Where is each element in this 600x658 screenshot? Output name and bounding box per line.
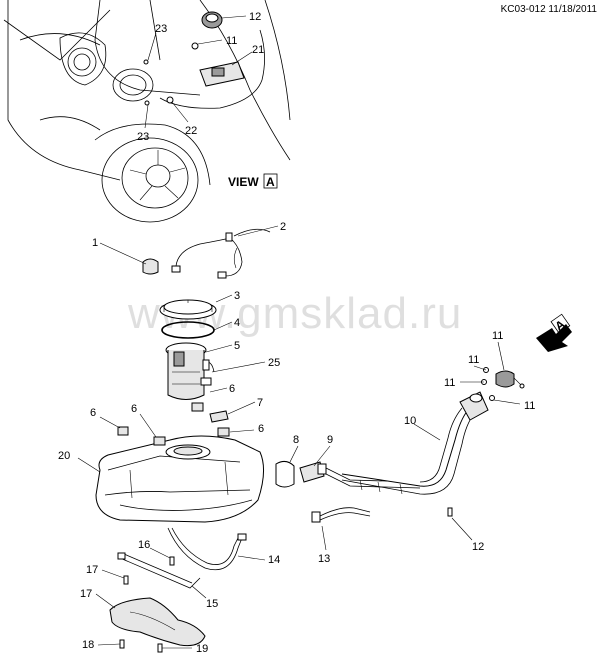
callout-11-b: 11 <box>444 377 455 389</box>
drawing-id: KC03-012 11/18/2011 <box>501 4 598 15</box>
callout-6-b: 6 <box>90 407 96 419</box>
callout-15: 14 <box>268 554 280 566</box>
callout-6-a: 6 <box>229 383 235 395</box>
view-direction-arrow: A <box>536 313 572 352</box>
callout-23-upper: 23 <box>155 23 167 35</box>
fuel-tank <box>77 413 264 523</box>
callout-22: 22 <box>185 125 197 137</box>
callout-10: 10 <box>404 415 416 427</box>
callout-7: 7 <box>257 397 263 409</box>
callout-14: 13 <box>318 553 330 565</box>
svg-text:VIEW: VIEW <box>228 175 259 189</box>
callout-16: 15 <box>206 598 218 610</box>
svg-text:A: A <box>266 175 275 189</box>
vehicle-rear-view <box>3 0 291 223</box>
callout-1: 1 <box>92 237 98 249</box>
callout-11-d: 11 <box>524 400 535 412</box>
tank-straps <box>95 527 266 653</box>
callout-6-d: 6 <box>258 423 264 435</box>
callout-9: 9 <box>327 434 333 446</box>
callout-20: 20 <box>58 450 70 462</box>
callout-2: 2 <box>280 221 286 233</box>
callout-5: 5 <box>234 340 240 352</box>
callout-11-a: 11 <box>468 354 479 366</box>
filler-pipe-assembly <box>275 341 525 551</box>
callout-12-main: 11 <box>492 330 503 342</box>
callout-18: 17 <box>80 588 92 600</box>
callout-19-a: 18 <box>82 639 94 651</box>
callout-25: 25 <box>268 357 280 369</box>
callout-8: 8 <box>293 434 299 446</box>
callout-23-lower: 23 <box>137 131 149 143</box>
callout-17-b: 17 <box>86 564 98 576</box>
callout-19-b: 19 <box>196 643 208 655</box>
callout-13: 12 <box>472 541 484 553</box>
callout-17-a: 16 <box>138 539 150 551</box>
callout-21: 21 <box>252 44 264 56</box>
callout-3: 3 <box>234 290 240 302</box>
view-a-label: VIEW A <box>228 173 278 189</box>
callout-6-c: 6 <box>131 403 137 415</box>
callout-12-top: 12 <box>249 11 261 23</box>
callout-11-top: 11 <box>226 35 237 47</box>
fuel-pump-module <box>99 225 279 423</box>
callout-4: 4 <box>234 317 240 329</box>
